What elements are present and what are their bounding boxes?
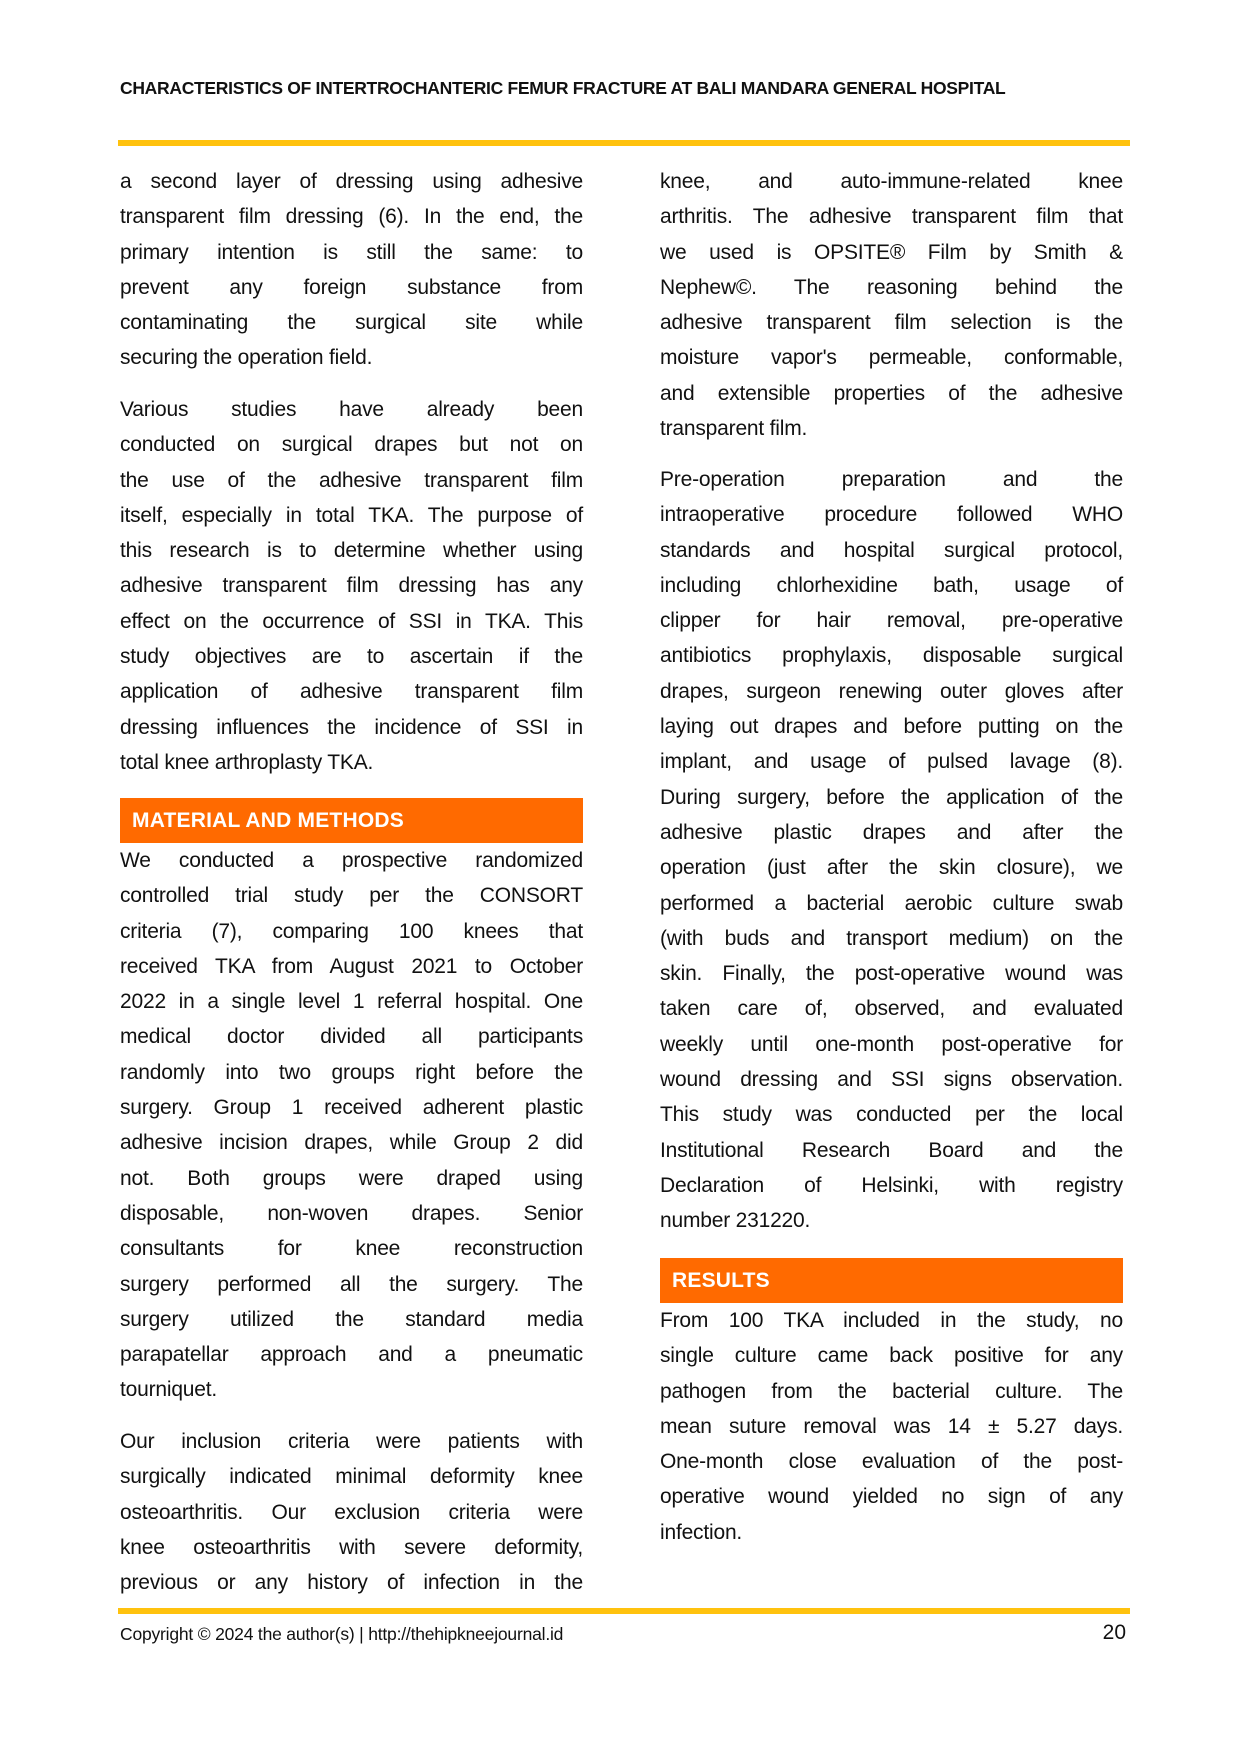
text-line: knee osteoarthritis with severe deformit… bbox=[120, 1535, 583, 1559]
text-line: surgery performed all the surgery. The bbox=[120, 1272, 583, 1296]
text-line: Declaration of Helsinki, with registry bbox=[660, 1173, 1123, 1197]
paragraph: Pre-operation preparation and the intraop… bbox=[660, 462, 1123, 1239]
text-line: standards and hospital surgical protocol… bbox=[660, 538, 1123, 562]
text-line: application of adhesive transparent film bbox=[120, 680, 583, 704]
page-number: 20 bbox=[1102, 1621, 1126, 1644]
text-line: medical doctor divided all participants bbox=[120, 1025, 583, 1049]
paragraph: Our inclusion criteria were patients wit… bbox=[120, 1424, 583, 1600]
text-line: adhesive incision drapes, while Group 2 … bbox=[120, 1131, 583, 1155]
text-line: infection. bbox=[660, 1520, 743, 1544]
text-line: moisture vapor's permeable, conformable, bbox=[660, 346, 1123, 370]
text-line: implant, and usage of pulsed lavage (8). bbox=[660, 750, 1123, 774]
text-line: Pre-operation preparation and the bbox=[660, 468, 1123, 491]
text-line: including chlorhexidine bath, usage of bbox=[660, 573, 1123, 597]
text-line: During surgery, before the application o… bbox=[660, 785, 1123, 809]
footer-rule bbox=[118, 1608, 1130, 1614]
text-line: controlled trial study per the CONSORT bbox=[120, 884, 583, 908]
text-line: itself, especially in total TKA. The pur… bbox=[120, 503, 583, 527]
text-line: number 231220. bbox=[660, 1209, 811, 1233]
text-line: effect on the occurrence of SSI in TKA. … bbox=[120, 609, 583, 633]
header-rule bbox=[118, 140, 1130, 146]
text-line: One-month close evaluation of the post- bbox=[660, 1450, 1123, 1474]
text-line: mean suture removal was 14 ± 5.27 days. bbox=[660, 1414, 1123, 1438]
text-line: This study was conducted per the local bbox=[660, 1103, 1123, 1127]
text-line: Institutional Research Board and the bbox=[660, 1138, 1123, 1162]
text-line: transparent film. bbox=[660, 417, 808, 441]
text-line: disposable, non-woven drapes. Senior bbox=[120, 1201, 583, 1225]
text-line: contaminating the surgical site while bbox=[120, 311, 583, 335]
text-line: (with buds and transport medium) on the bbox=[660, 926, 1123, 950]
text-line: transparent film dressing (6). In the en… bbox=[120, 205, 583, 229]
text-line: received TKA from August 2021 to October bbox=[120, 954, 583, 978]
footer-copyright: Copyright © 2024 the author(s) | http://… bbox=[120, 1624, 564, 1644]
text-line: intraoperative procedure followed WHO bbox=[660, 503, 1123, 527]
text-line: adhesive transparent film dressing has a… bbox=[120, 574, 583, 598]
running-title: CHARACTERISTICS OF INTERTROCHANTERIC FEM… bbox=[120, 78, 1006, 98]
text-line: study objectives are to ascertain if the bbox=[120, 645, 583, 669]
text-line: total knee arthroplasty TKA. bbox=[120, 750, 374, 774]
text-line: surgery utilized the standard media bbox=[120, 1307, 583, 1331]
text-line: Our inclusion criteria were patients wit… bbox=[120, 1430, 583, 1453]
paragraph: a second layer of dressing using adhesiv… bbox=[120, 164, 583, 376]
text-line: clipper for hair removal, pre-operative bbox=[660, 609, 1123, 633]
text-line: operative wound yielded no sign of any bbox=[660, 1485, 1123, 1509]
text-line: adhesive plastic drapes and after the bbox=[660, 820, 1123, 844]
text-line: laying out drapes and before putting on … bbox=[660, 715, 1123, 739]
text-line: Various studies have already been bbox=[120, 398, 583, 421]
text-line: not. Both groups were draped using bbox=[120, 1166, 583, 1190]
text-line: and extensible properties of the adhesiv… bbox=[660, 381, 1123, 405]
text-line: We conducted a prospective randomized bbox=[120, 849, 583, 872]
text-line: randomly into two groups right before th… bbox=[120, 1060, 583, 1084]
text-line: 2022 in a single level 1 referral hospit… bbox=[120, 990, 583, 1014]
text-line: osteoarthritis. Our exclusion criteria w… bbox=[120, 1500, 583, 1524]
text-line: antibiotics prophylaxis, disposable surg… bbox=[660, 644, 1123, 668]
text-line: taken care of, observed, and evaluated bbox=[660, 997, 1123, 1021]
paragraph: Various studies have already been conduct… bbox=[120, 392, 583, 780]
text-line: primary intention is still the same: to bbox=[120, 240, 583, 264]
text-line: prevent any foreign substance from bbox=[120, 275, 583, 299]
text-line: knee, and auto-immune-related knee bbox=[660, 170, 1123, 193]
text-line: previous or any history of infection in … bbox=[120, 1571, 583, 1595]
paragraph: We conducted a prospective randomized con… bbox=[120, 843, 583, 1408]
text-line: criteria (7), comparing 100 knees that bbox=[120, 919, 583, 943]
text-line: Nephew©. The reasoning behind the bbox=[660, 275, 1123, 299]
text-line: consultants for knee reconstruction bbox=[120, 1237, 583, 1261]
text-line: the use of the adhesive transparent film bbox=[120, 468, 583, 492]
text-line: drapes, surgeon renewing outer gloves af… bbox=[660, 679, 1123, 703]
text-line: pathogen from the bacterial culture. The bbox=[660, 1379, 1123, 1403]
text-line: adhesive transparent film selection is t… bbox=[660, 311, 1123, 335]
section-heading-results: RESULTS bbox=[660, 1258, 1123, 1303]
text-line: parapatellar approach and a pneumatic bbox=[120, 1343, 583, 1367]
text-line: single culture came back positive for an… bbox=[660, 1344, 1123, 1368]
text-line: securing the operation field. bbox=[120, 346, 373, 370]
text-line: arthritis. The adhesive transparent film… bbox=[660, 205, 1123, 229]
text-line: weekly until one-month post-operative fo… bbox=[660, 1032, 1123, 1056]
text-line: we used is OPSITE® Film by Smith & bbox=[660, 240, 1123, 264]
text-line: performed a bacterial aerobic culture sw… bbox=[660, 891, 1123, 915]
paragraph: knee, and auto-immune-related knee arthri… bbox=[660, 164, 1123, 446]
text-line: operation (just after the skin closure),… bbox=[660, 856, 1123, 880]
text-line: wound dressing and SSI signs observation… bbox=[660, 1068, 1123, 1092]
text-line: surgically indicated minimal deformity k… bbox=[120, 1465, 583, 1489]
text-line: dressing influences the incidence of SSI… bbox=[120, 715, 583, 739]
paragraph: From 100 TKA included in the study, no si… bbox=[660, 1303, 1123, 1550]
section-heading-material-methods: MATERIAL AND METHODS bbox=[120, 798, 583, 843]
text-line: conducted on surgical drapes but not on bbox=[120, 433, 583, 457]
text-line: tourniquet. bbox=[120, 1378, 218, 1402]
text-line: surgery. Group 1 received adherent plast… bbox=[120, 1096, 583, 1120]
text-line: a second layer of dressing using adhesiv… bbox=[120, 170, 583, 193]
text-line: this research is to determine whether us… bbox=[120, 539, 583, 563]
text-line: From 100 TKA included in the study, no bbox=[660, 1309, 1123, 1332]
text-line: skin. Finally, the post-operative wound … bbox=[660, 962, 1123, 986]
